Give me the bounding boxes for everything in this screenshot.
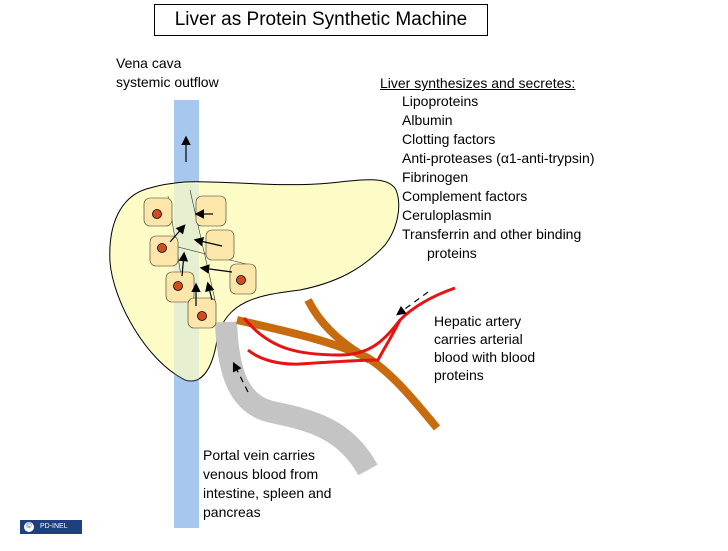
portal-vein-label-line: venous blood from	[203, 466, 319, 482]
hepatic-artery-label-line: Hepatic artery	[434, 313, 522, 329]
cc-icon: ©	[24, 522, 34, 532]
hepatic-artery-label-line: carries arterial	[434, 331, 523, 347]
diagram-title: Liver as Protein Synthetic Machine	[154, 4, 488, 36]
portal-vein	[215, 321, 378, 476]
vena-cava-label-line: systemic outflow	[116, 74, 219, 90]
hepatic-artery-label-line: blood with blood	[434, 349, 536, 365]
vena-cava-label-line: Vena cava	[116, 55, 182, 71]
portal-vein-label-line: Portal vein carries	[203, 447, 316, 463]
synthesis-item: Fibrinogen	[402, 169, 469, 185]
synthesis-item: Clotting factors	[402, 131, 496, 147]
hepatocyte	[165, 271, 195, 303]
inflow-arrows	[232, 291, 429, 393]
synthesis-item: Anti-proteases (α1-anti-trypsin)	[402, 150, 595, 166]
synthesis-item: Transferrin and other binding	[402, 226, 582, 242]
portal-vein-label-line: intestine, spleen and	[203, 485, 332, 501]
vena-cava-label: Vena cava systemic outflow	[116, 54, 219, 92]
hepatocyte	[229, 263, 257, 295]
license-badge-label: PD-INEL	[40, 523, 68, 530]
hepatocyte	[187, 297, 217, 329]
hepatic-artery-label-line: proteins	[434, 367, 484, 383]
synthesis-item: Lipoproteins	[402, 93, 479, 109]
hepatocyte	[143, 197, 173, 227]
hepatocytes	[143, 195, 257, 329]
hepatocyte	[149, 235, 179, 267]
license-badge: © PD-INEL	[20, 520, 82, 534]
synthesis-item: Complement factors	[402, 188, 528, 204]
hepatocyte	[195, 195, 227, 227]
synthesis-list: Lipoproteins Albumin Clotting factors An…	[402, 92, 595, 263]
hepatic-artery-label: Hepatic artery carries arterial blood wi…	[434, 312, 535, 384]
bile-duct	[236, 298, 441, 431]
synthesis-heading: Liver synthesizes and secretes:	[380, 75, 576, 91]
secretion-arrows	[169, 135, 233, 306]
synthesis-item: Albumin	[402, 112, 453, 128]
hepatic-artery	[242, 286, 456, 366]
portal-vein-label: Portal vein carries venous blood from in…	[203, 446, 331, 522]
synthesis-item: Ceruloplasmin	[402, 207, 492, 223]
synthesis-item-continuation: proteins	[427, 245, 477, 261]
portal-vein-label-line: pancreas	[203, 504, 261, 520]
